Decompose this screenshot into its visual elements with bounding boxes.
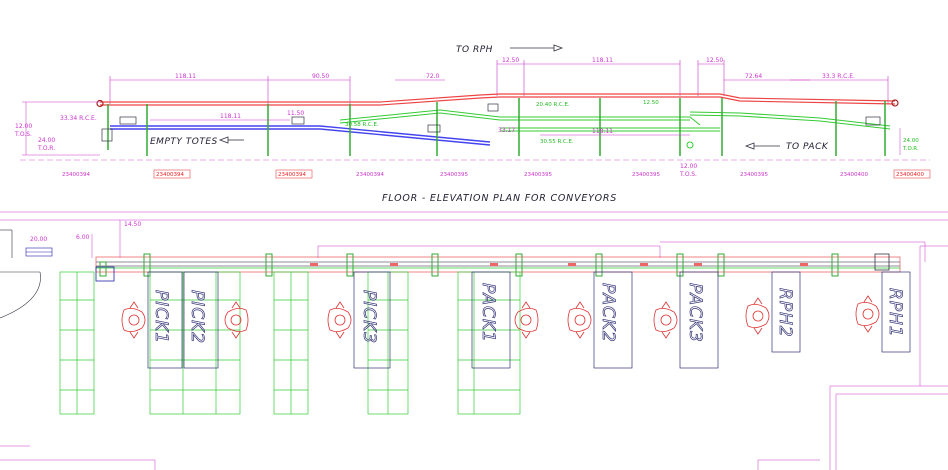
station-label-pack3: PACK3: [685, 283, 705, 343]
drive-units: [101, 103, 881, 142]
to-rph-label: TO RPH: [456, 45, 493, 55]
operator-chairs: [121, 295, 880, 339]
left-height-dim: 12.00: [15, 123, 32, 130]
to-pack-flow-arrow: TO PACK: [744, 142, 829, 152]
plan-dim-box: [25, 247, 53, 257]
to-rph-flow-arrow: TO RPH: [456, 44, 564, 55]
top-dimension-chain: [109, 60, 889, 104]
support-tag: 23400394: [62, 172, 90, 178]
dim-label: 118.11: [592, 128, 613, 135]
support-tag: 23400400: [840, 172, 868, 178]
right-tor-label: T.O.R.: [902, 146, 919, 152]
empty-totes-label: EMPTY TOTES: [150, 137, 218, 147]
inner-dimension-lines: [22, 101, 901, 156]
dim-label: 118.11: [592, 57, 613, 64]
dim-label: 12.50: [643, 100, 659, 106]
chair-icon: [327, 301, 352, 339]
chair-icon: [121, 301, 146, 339]
station-box: [471, 271, 511, 369]
plan-dim-label: 6.00: [76, 234, 90, 241]
plan-view: 14.50 20.00 6.00: [0, 211, 948, 470]
station-label-pack1: PACK1: [478, 283, 498, 343]
support-legs: [107, 98, 886, 156]
support-tag: 23400394: [278, 172, 306, 178]
station-box: [771, 271, 801, 353]
station-label-rph2: RPH2: [775, 288, 795, 338]
support-tag: 23400395: [632, 172, 660, 178]
support-tag: 23400394: [356, 172, 384, 178]
station-label-pack2: PACK2: [598, 283, 618, 343]
to-pack-label: TO PACK: [786, 142, 829, 152]
plan-red-markers: [310, 263, 808, 266]
dim-label: 33.3 R.C.E.: [822, 73, 855, 80]
dim-label: 118.11: [220, 113, 241, 120]
dim-label: 12.50: [502, 57, 519, 64]
door-swing: [0, 229, 41, 319]
station-label-pick3: PICK3: [359, 290, 379, 344]
drawing-title: FLOOR - ELEVATION PLAN FOR CONVEYORS: [382, 193, 617, 204]
support-tag: 23400395: [740, 172, 768, 178]
left-tor-value: 24.00: [38, 137, 55, 144]
plan-dim-label: 14.50: [124, 221, 141, 228]
station-box: [593, 271, 633, 369]
mid-height-dim: 12.00: [680, 163, 697, 170]
dim-label: 90.50: [312, 73, 329, 80]
workstations: [147, 271, 911, 369]
green-incline-conveyor: [339, 109, 891, 149]
dim-label: 12.50: [706, 57, 723, 64]
station-box: [679, 271, 719, 369]
plan-conveyor: [95, 253, 901, 282]
dim-label: 72.64: [745, 73, 762, 80]
station-box: [183, 271, 219, 369]
chair-icon: [855, 295, 880, 333]
dim-label: 118.11: [175, 73, 196, 80]
station-box: [881, 271, 911, 353]
tag-box: [893, 169, 931, 179]
dim-label: 33.17: [498, 127, 515, 134]
chair-icon: [745, 297, 770, 335]
chair-icon: [653, 301, 678, 339]
support-tag: 23400394: [156, 172, 184, 178]
shelving-racks: [59, 271, 521, 415]
support-tag: 23400400: [896, 172, 924, 178]
lower-blue-conveyor: [110, 125, 491, 146]
dim-label: 20.40 R.C.E.: [536, 102, 570, 108]
dim-label: 30.55 R.C.E.: [540, 139, 574, 145]
chair-icon: [567, 301, 592, 339]
plan-support-posts: [99, 253, 839, 277]
support-tag: 23400395: [440, 172, 468, 178]
station-box: [353, 271, 391, 369]
dim-label: 33.34 R.C.E.: [60, 115, 97, 122]
plan-dim-label: 20.00: [30, 236, 47, 243]
dim-label: 30.58 R.C.E.: [345, 122, 379, 128]
mid-tos-label: T.O.S.: [679, 171, 697, 178]
tag-box: [275, 169, 313, 179]
station-label-rph1: RPH1: [885, 288, 905, 338]
left-tos-label: T.O.S.: [14, 131, 32, 138]
chair-icon: [514, 301, 539, 339]
elevation-view: TO RPH 118.11 90.50 72.0 12.50: [14, 44, 931, 204]
left-tor-label: T.O.R.: [37, 145, 55, 152]
chair-icon: [224, 301, 249, 339]
plan-boundary: [0, 211, 948, 470]
station-box: [147, 271, 183, 369]
tag-box: [153, 169, 191, 179]
station-label-pick1: PICK1: [151, 290, 171, 344]
upper-red-conveyor: [96, 93, 899, 108]
station-label-pick2: PICK2: [187, 290, 207, 344]
dim-label: 72.0: [426, 73, 440, 80]
support-tag: 23400395: [524, 172, 552, 178]
right-height-dim: 24.00: [903, 138, 919, 144]
dim-label: 11.50: [287, 110, 304, 117]
empty-totes-flow-arrow: EMPTY TOTES: [150, 136, 244, 147]
